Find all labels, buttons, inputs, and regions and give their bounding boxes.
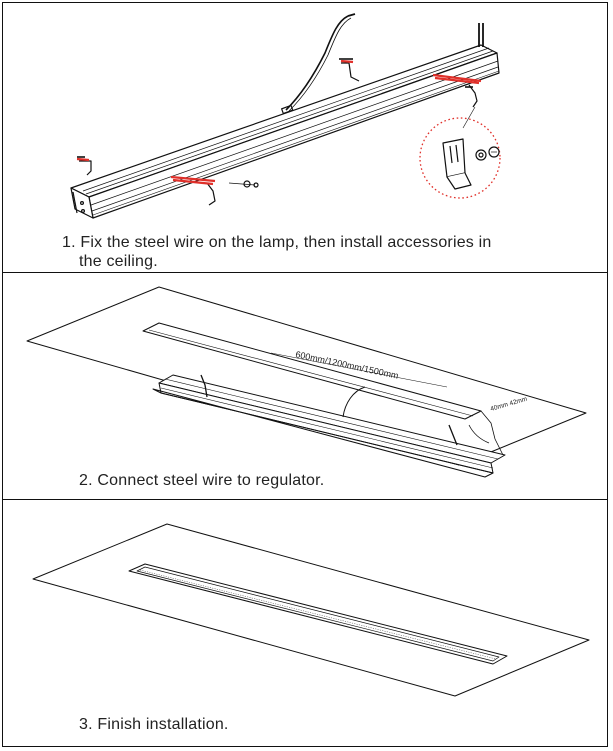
step-2-illustration: 600mm/1200mm/1500mm 40mm 42mm — [26, 286, 587, 478]
step-3-number: 3. — [79, 716, 93, 733]
step-2-text: Connect steel wire to regulator. — [97, 472, 325, 489]
step-1-caption: 1. Fix the steel wire on the lamp, then … — [62, 233, 602, 271]
step-3-text: Finish installation. — [97, 716, 229, 733]
step-1-text-line1: Fix the steel wire on the lamp, then ins… — [80, 234, 492, 251]
step-2-number: 2. — [79, 472, 93, 489]
step-3-illustration — [32, 523, 590, 697]
step-2-panel: 600mm/1200mm/1500mm 40mm 42mm 2. Connect… — [3, 273, 607, 500]
step-1-text-line2: the ceiling. — [79, 253, 158, 270]
step-3-caption: 3. Finish installation. — [79, 715, 229, 734]
step-1-illustration — [70, 13, 501, 219]
step-2-caption: 2. Connect steel wire to regulator. — [79, 471, 324, 490]
step-3-panel: 3. Finish installation. — [3, 500, 607, 746]
step-1-number: 1. — [62, 234, 76, 251]
step-1-panel: 1. Fix the steel wire on the lamp, then … — [3, 3, 607, 273]
